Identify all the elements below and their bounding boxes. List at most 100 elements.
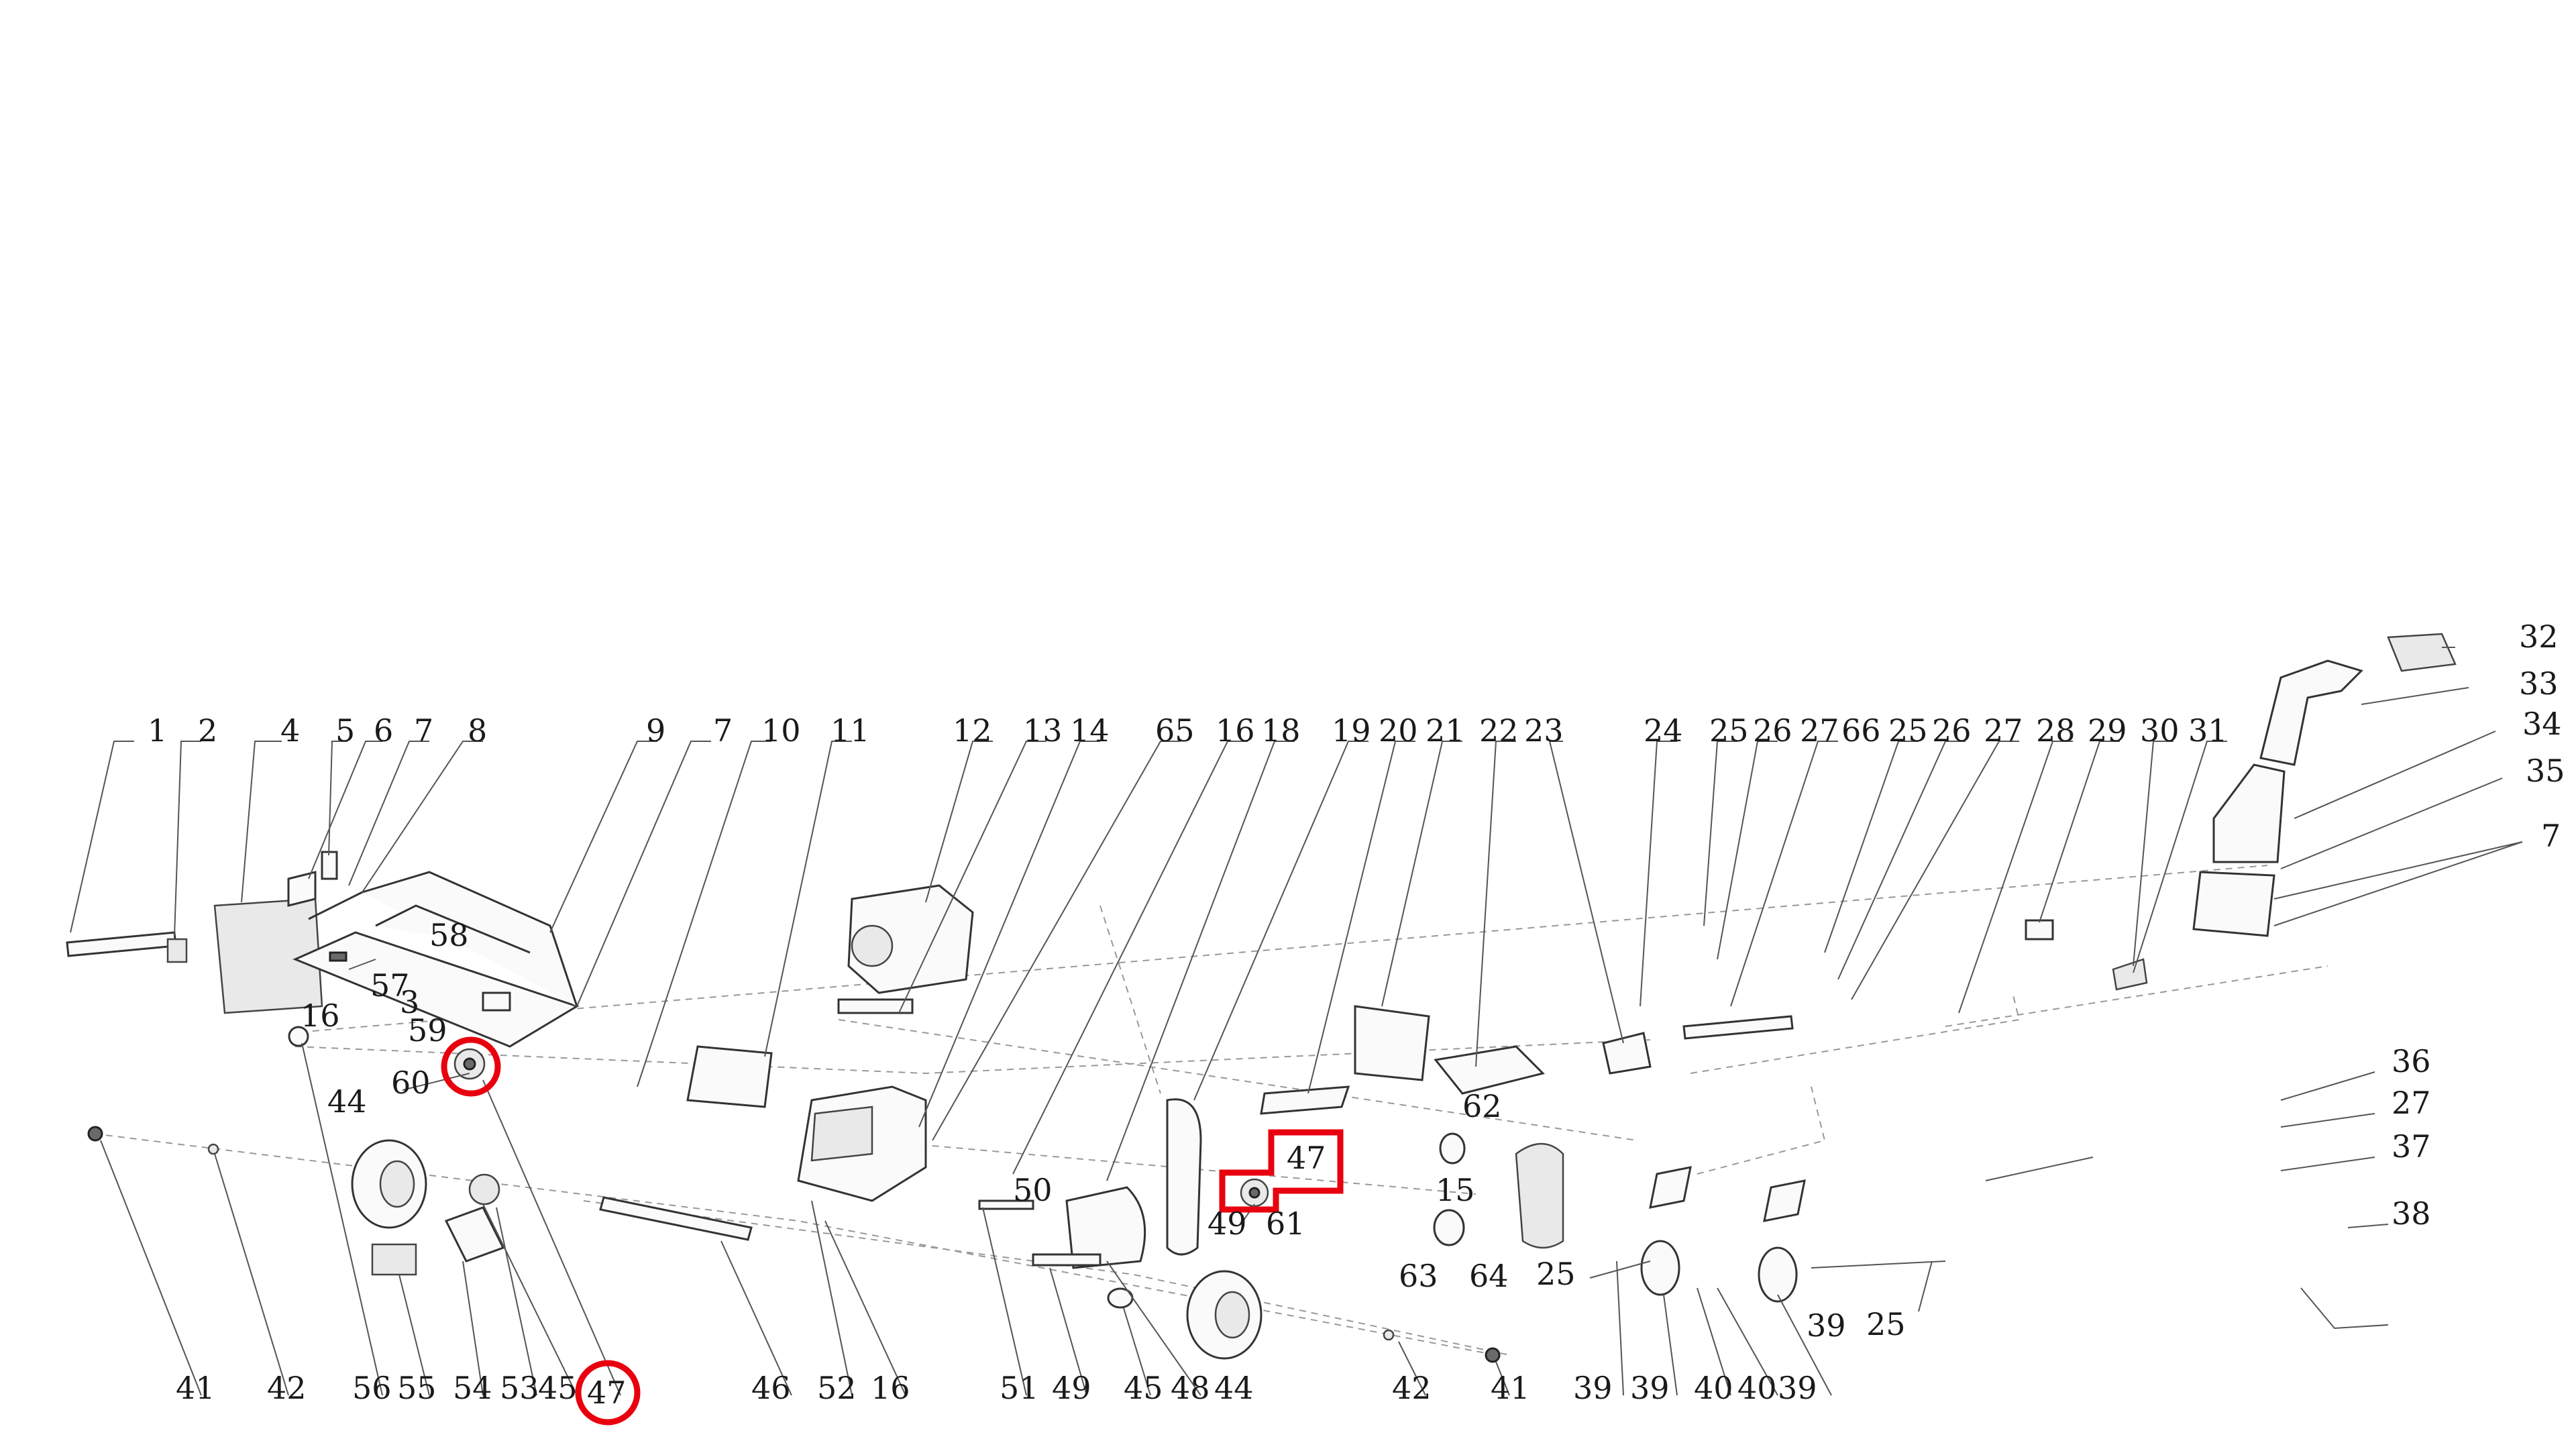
callout-label: 57 [370, 967, 410, 1004]
callout-label: 58 [429, 917, 469, 953]
callout-label: 62 [1462, 1088, 1502, 1124]
part-37-bracket-left [1649, 1166, 1692, 1209]
part-44-wheel-left-hub [379, 1160, 415, 1208]
callout-label: 19 [1332, 712, 1371, 749]
callout-label: 23 [1524, 712, 1564, 749]
part-32-deflector [2387, 633, 2457, 672]
part-60-bearing-bore [463, 1057, 476, 1071]
callout-label: 2 [198, 712, 217, 749]
callout-label: 37 [2392, 1128, 2431, 1165]
part-41-nut-left [87, 1126, 103, 1142]
callout-label: 21 [1426, 712, 1465, 749]
part-11-housing-window [810, 1106, 873, 1162]
callout-label: 22 [1479, 712, 1519, 749]
callout-label: 53 [500, 1370, 539, 1406]
callout-label: 59 [408, 1012, 447, 1049]
part-34-chute [2212, 763, 2286, 863]
part-33-bend-pipe [2259, 659, 2363, 766]
part-64-belt-cover [1515, 1142, 1564, 1249]
callout-label: 39 [1573, 1370, 1613, 1406]
part-49-plate [1032, 1253, 1102, 1267]
highlight-circle-callout-47 [575, 1360, 641, 1426]
part-23-hinge [1602, 1032, 1652, 1075]
part-38-caster-right [1758, 1246, 1798, 1303]
part-29-bar [1682, 1015, 1794, 1040]
callout-label: 39 [1778, 1370, 1817, 1406]
callout-label: 20 [1379, 712, 1418, 749]
callout-label: 8 [468, 712, 487, 749]
callout-label: 13 [1023, 712, 1063, 749]
part-35-chute-mount [2192, 871, 2275, 937]
callout-label: 47 [1287, 1140, 1326, 1176]
callout-label: 26 [1753, 712, 1792, 749]
part-48-rotor-drum [1065, 1186, 1146, 1269]
callout-label: 16 [1216, 712, 1255, 749]
callout-label: 39 [1807, 1307, 1846, 1344]
callout-label: 3 [400, 984, 419, 1020]
callout-label: 42 [267, 1370, 307, 1406]
callout-label: 7 [414, 712, 433, 749]
callout-label: 29 [2088, 712, 2127, 749]
callout-label: 10 [761, 712, 801, 749]
callout-label: 33 [2519, 665, 2559, 702]
callout-label: 27 [1800, 712, 1839, 749]
part-41-nut-right [1485, 1347, 1501, 1363]
callout-label: 1 [148, 712, 167, 749]
part-28-bracket [2025, 919, 2054, 941]
callout-labels-bottom: 41 42 56 55 54 53 45 47 46 52 16 51 49 4… [176, 1370, 1817, 1411]
callout-label: 48 [1171, 1370, 1210, 1406]
callout-label: 64 [1469, 1258, 1509, 1294]
callout-label: 50 [1013, 1172, 1053, 1208]
callout-labels-inline: 58 57 3 16 59 60 44 62 47 50 49 61 15 63… [301, 917, 2431, 1344]
callout-label: 49 [1052, 1370, 1091, 1406]
part-6-bracket [287, 871, 317, 907]
callout-label: 42 [1392, 1370, 1432, 1406]
part-5-clip [321, 851, 338, 880]
part-4-rubber-flap [213, 898, 323, 1014]
part-22-bracket [1434, 1045, 1545, 1095]
callout-label: 66 [1841, 712, 1881, 749]
callout-label: 44 [327, 1083, 367, 1120]
callout-label: 25 [1536, 1256, 1576, 1292]
callout-label: 18 [1261, 712, 1301, 749]
callout-label: 9 [646, 712, 665, 749]
part-1-bar [66, 931, 177, 957]
part-38-caster-left [1640, 1240, 1680, 1296]
callout-label: 39 [1630, 1370, 1670, 1406]
part-47-bearing-left [468, 1173, 500, 1205]
part-9-hopper-rails [308, 871, 578, 1007]
callout-label: 52 [817, 1370, 857, 1406]
callout-label: 16 [301, 998, 340, 1034]
callout-label: 41 [176, 1370, 215, 1406]
part-18-guard-plate [1260, 1085, 1350, 1115]
callout-label: 26 [1932, 712, 1972, 749]
callout-label: 65 [1155, 712, 1195, 749]
part-10-plate [686, 1045, 773, 1108]
callout-label: 45 [538, 1370, 578, 1406]
part-55-block [371, 1243, 417, 1276]
callout-label: 38 [2392, 1195, 2431, 1232]
part-62-pulley [1439, 1132, 1466, 1165]
callout-label: 35 [2526, 753, 2565, 789]
callout-label: 7 [2541, 818, 2561, 854]
part-2-bracket [166, 938, 188, 963]
callout-label: 31 [2188, 712, 2228, 749]
part-hub [288, 1026, 309, 1047]
callout-label: 14 [1070, 712, 1110, 749]
callout-label: 47 [587, 1375, 627, 1411]
callout-label: 25 [1888, 712, 1928, 749]
callout-label: 12 [953, 712, 992, 749]
callout-label: 34 [2522, 706, 2562, 742]
part-44-wheel-right-hub [1214, 1291, 1250, 1339]
part-54-mount [444, 1206, 505, 1263]
part-59-plate [482, 991, 511, 1012]
callout-label: 27 [1984, 712, 2023, 749]
part-31-spring [2112, 958, 2148, 991]
assembly-axes [93, 865, 2328, 1356]
callout-label: 30 [2140, 712, 2180, 749]
callout-label: 15 [1436, 1172, 1475, 1208]
callout-label: 4 [280, 712, 300, 749]
callout-label: 55 [397, 1370, 437, 1406]
callout-label: 40 [1737, 1370, 1777, 1406]
